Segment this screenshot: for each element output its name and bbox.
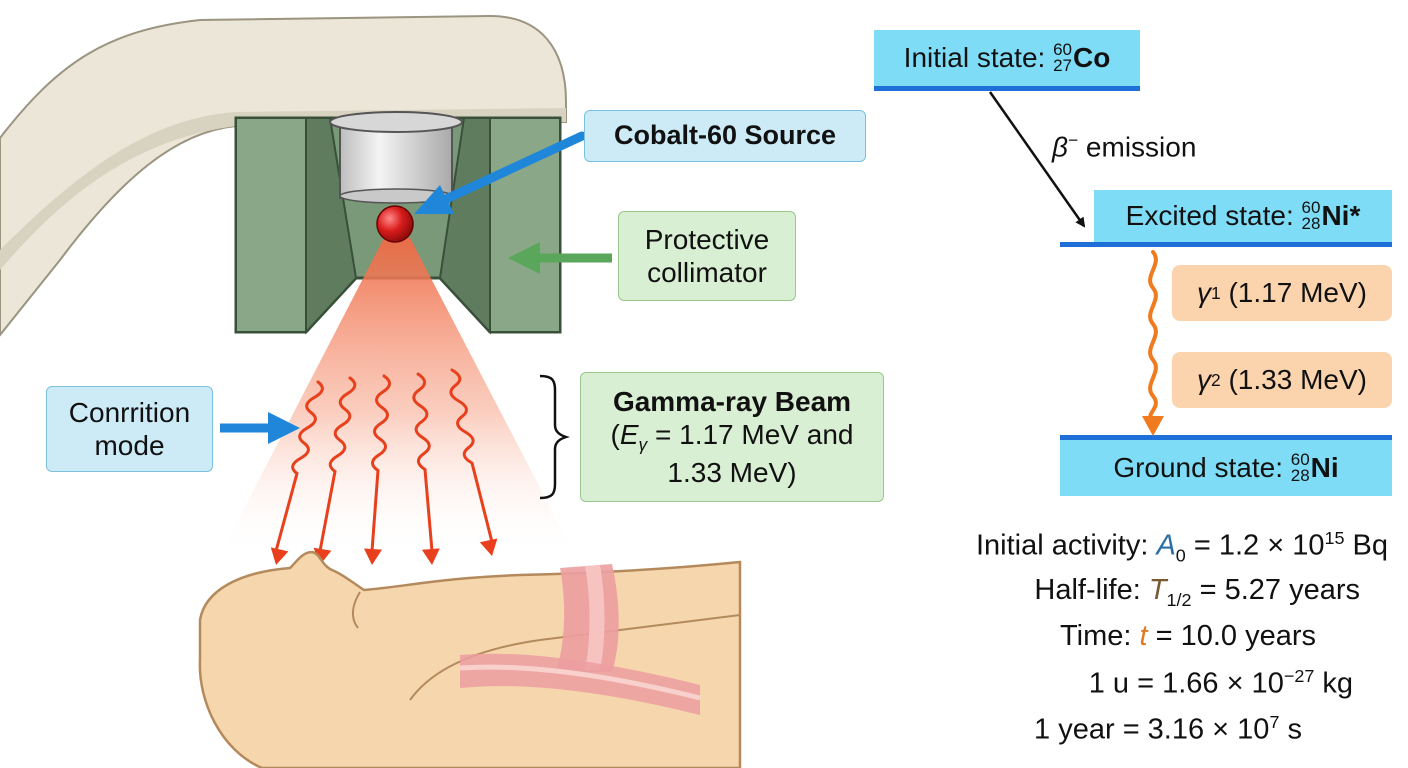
atomic-mass-unit: 1 u = 1.66 × 10−27 kg [1088,666,1353,700]
beam-label-title: Gamma-ray Beam [612,386,852,418]
source-label-text: Cobalt-60 Source [613,120,837,151]
collimator-label-line1: Protective [644,223,770,255]
mode-label: Conrrition mode [46,386,213,472]
mode-label-line1: Conrrition [68,396,191,428]
beam-cone [220,238,575,555]
beam-bracket [539,374,570,500]
patient-figure [198,550,742,768]
initial-level-line [874,86,1140,91]
gantry-arm-shade [0,108,566,270]
source-label: Cobalt-60 Source [584,110,866,162]
ground-level-line [1060,435,1392,440]
gamma-wave-arrowhead-3 [364,548,382,565]
beam-label: Gamma-ray Beam (Eγ = 1.17 MeV and 1.33 M… [580,372,884,502]
gamma-wave-arrowhead-2 [313,547,332,565]
mode-label-line2: mode [94,430,165,461]
gamma-wave-3 [370,374,391,553]
gamma-decay-arrowhead [1142,416,1164,436]
gamma-wave-arrowhead-4 [421,548,440,565]
gamma-wave-arrowhead-5 [479,538,498,556]
beta-emission-label: β− emission [1052,130,1197,163]
source-pointer-arrow [439,131,587,205]
gantry-arm [0,14,567,337]
gamma-wave-5 [449,368,494,544]
source-capsule [329,111,463,204]
collimator-label: Protective collimator [618,211,796,301]
gamma-wave-arrowhead-1 [270,547,289,565]
initial-activity: Initial activity: A0 = 1.2 × 1015 Bq [975,528,1388,566]
gamma-wave-arrows [270,368,498,565]
year-conversion: 1 year = 3.16 × 107 s [1034,712,1302,746]
gamma-decay-arrow [1148,250,1158,424]
half-life: Half-life: T1/2 = 5.27 years [1034,574,1360,610]
source-pointer-arrowhead [414,185,454,214]
collimator-pointer-arrowhead [508,242,540,274]
gamma-wave-4 [412,372,434,553]
cobalt-source-sphere [376,205,414,243]
beam-label-energy-line: (Eγ = 1.17 MeV and [610,419,854,456]
collimator-label-line2: collimator [647,257,767,288]
gamma-wave-1 [274,380,324,553]
beam-label-line3: 1.33 MeV) [667,456,797,488]
beta-decay-arrow [988,91,1086,228]
gamma-wave-2 [318,376,357,553]
mode-pointer-arrowhead [268,412,300,444]
excited-level-line [1060,242,1392,247]
elapsed-time: Time: t = 10.0 years [1059,620,1316,652]
